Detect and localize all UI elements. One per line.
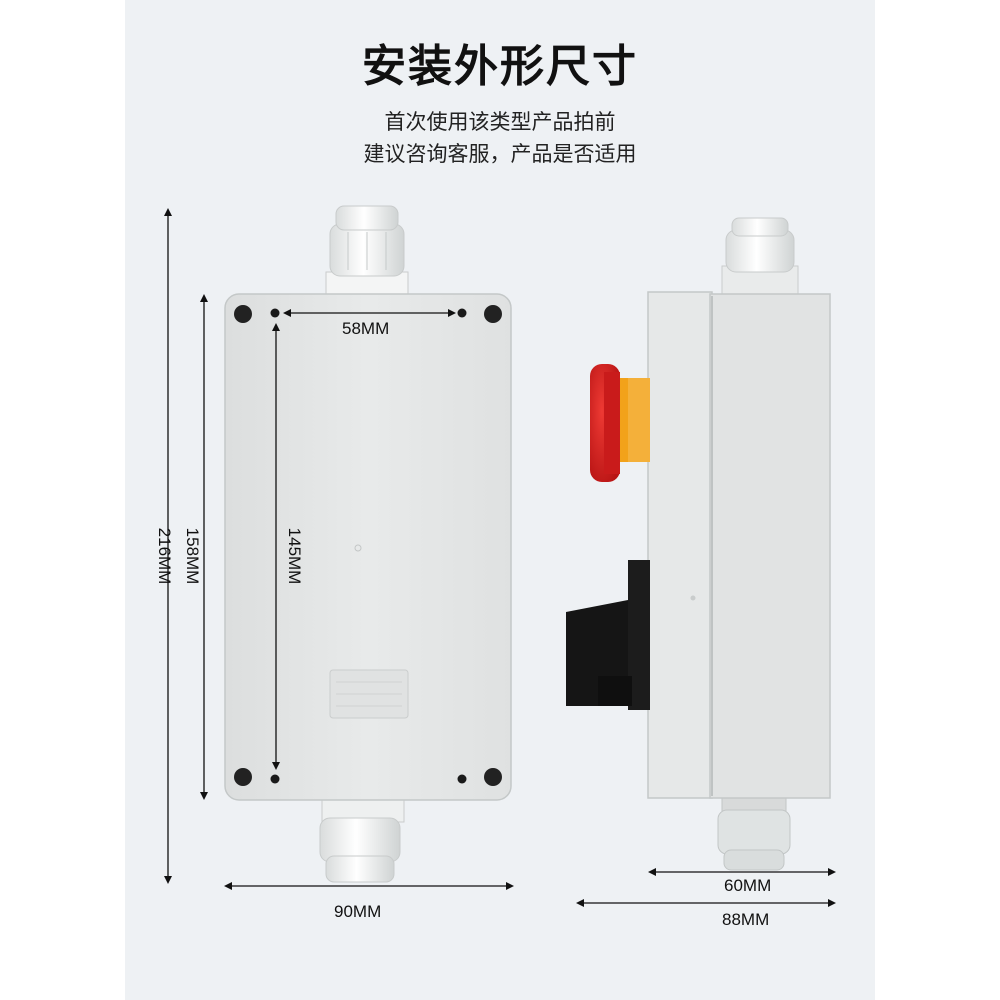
corner-screw: [484, 768, 502, 786]
side-top-gland: [721, 217, 799, 297]
corner-screw: [234, 305, 252, 323]
dim-label-88: 88MM: [722, 910, 770, 929]
dim-label-145: 145MM: [285, 527, 304, 585]
note-line-1: 首次使用该类型产品拍前: [384, 110, 616, 134]
mounting-hole: [270, 308, 280, 318]
dim-label-158: 158MM: [183, 527, 202, 585]
mounting-hole: [457, 774, 467, 784]
dim-label-60: 60MM: [724, 876, 772, 895]
right-margin: [875, 0, 1000, 1000]
top-cable-gland: [325, 205, 409, 299]
corner-screw: [484, 305, 502, 323]
dim-label-58: 58MM: [342, 319, 390, 338]
bottom-cable-gland: [319, 795, 405, 883]
rotary-switch-knob: [566, 560, 650, 710]
emergency-stop-button: [590, 364, 650, 482]
mounting-hole: [270, 774, 280, 784]
left-margin: [0, 0, 125, 1000]
corner-screw: [234, 768, 252, 786]
mounting-hole: [457, 308, 467, 318]
front-enclosure: [224, 205, 512, 883]
dim-label-216: 216MM: [155, 527, 174, 585]
page-title: 安装外形尺寸: [362, 41, 638, 92]
side-enclosure: [566, 217, 831, 871]
dim-label-90: 90MM: [334, 902, 382, 921]
side-bottom-gland: [717, 793, 791, 871]
note-line-2: 建议咨询客服，产品是否适用: [363, 142, 637, 166]
